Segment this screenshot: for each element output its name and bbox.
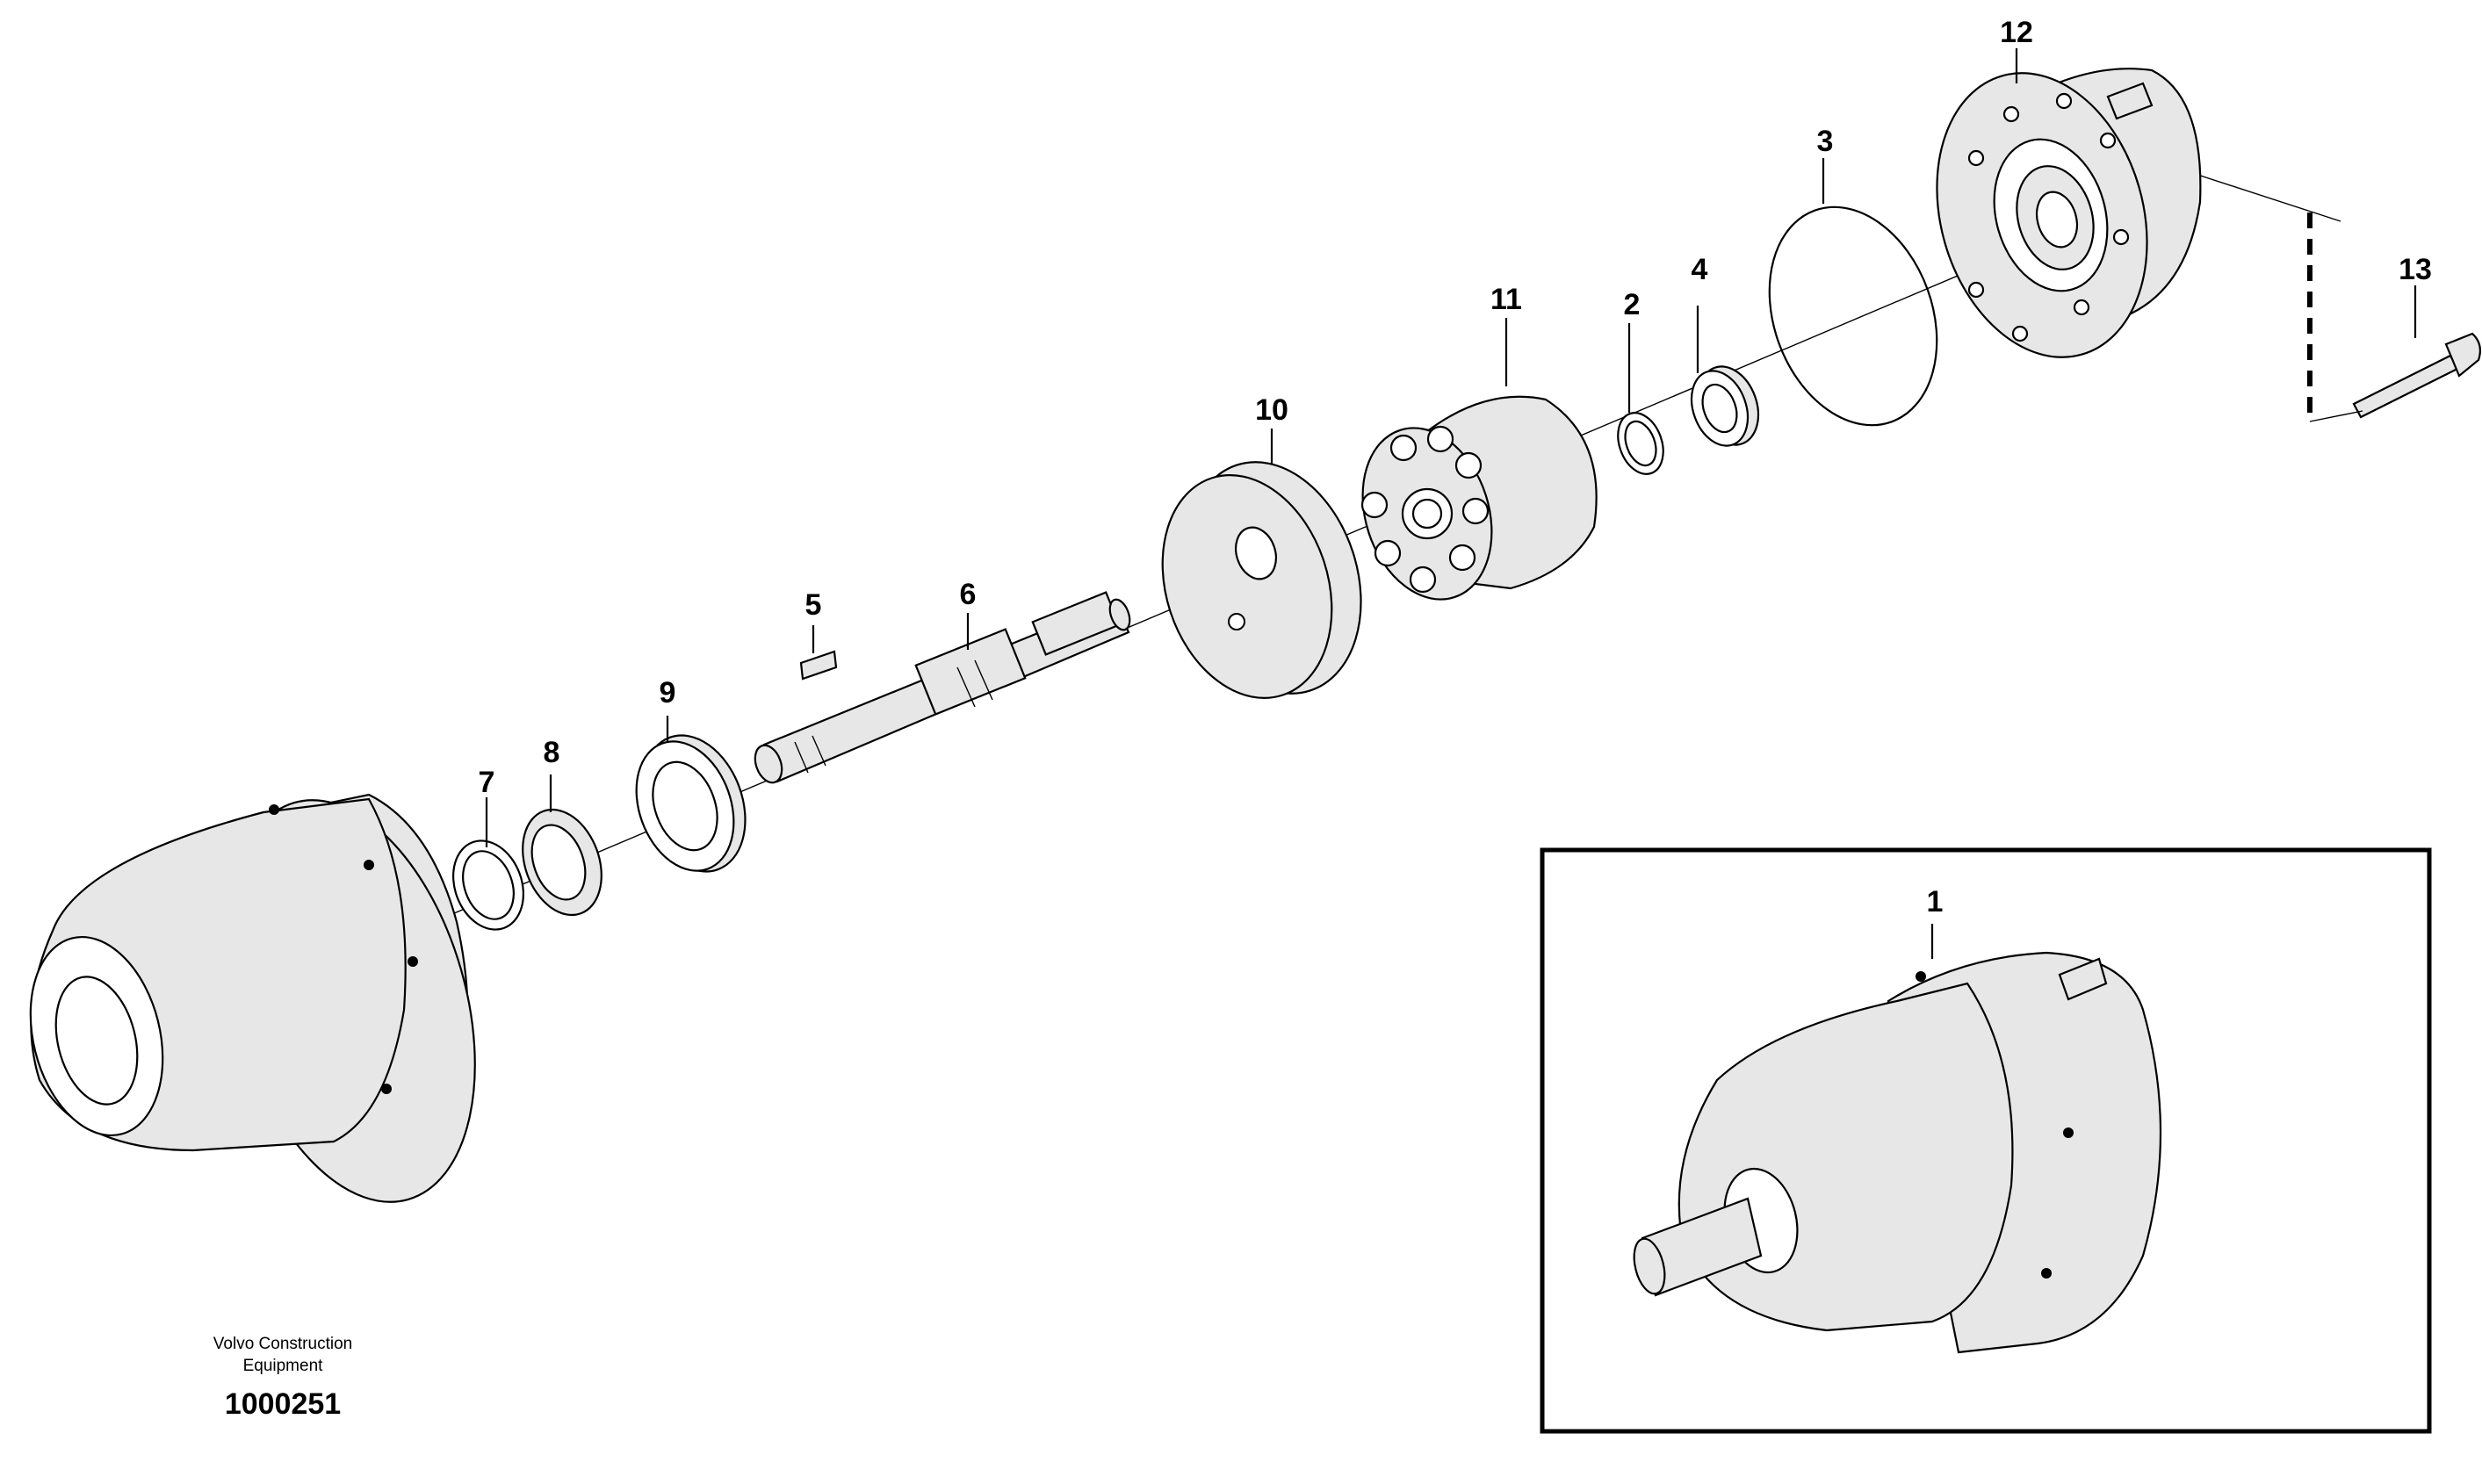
callout-leaders <box>485 48 2417 959</box>
part-small-bearing <box>1690 365 1760 447</box>
document-number: 1000251 <box>225 1387 341 1421</box>
callout-1: 1 <box>1927 885 1944 918</box>
callout-6: 6 <box>960 578 977 611</box>
credit-line-2: Equipment <box>243 1357 324 1375</box>
callout-7: 7 <box>479 766 495 799</box>
part-valve-plate <box>1161 461 1362 699</box>
part-o-ring <box>1768 205 1938 427</box>
callout-8: 8 <box>544 736 560 769</box>
part-small-ring <box>1617 412 1664 475</box>
callout-2: 2 <box>1624 288 1641 321</box>
part-bolt <box>2307 213 2481 422</box>
credit-line-1: Volvo Construction <box>213 1335 352 1353</box>
callout-10: 10 <box>1255 393 1288 427</box>
part-retaining-ring <box>452 839 524 931</box>
part-drive-shaft <box>754 591 1131 784</box>
callout-13: 13 <box>2399 253 2432 286</box>
inset-assembled-view <box>1540 847 2432 1434</box>
callout-12: 12 <box>2000 16 2033 49</box>
callout-4: 4 <box>1692 253 1708 286</box>
callout-9: 9 <box>660 676 676 710</box>
part-seal-ring <box>522 808 602 917</box>
callout-5: 5 <box>805 588 822 622</box>
part-bearing <box>635 734 747 873</box>
callout-11: 11 <box>1490 283 1522 316</box>
part-end-cover <box>1936 68 2202 358</box>
part-motor-housing <box>29 793 476 1203</box>
callout-3: 3 <box>1817 125 1834 158</box>
part-key <box>799 650 838 681</box>
part-cylinder-block <box>1360 395 1598 601</box>
